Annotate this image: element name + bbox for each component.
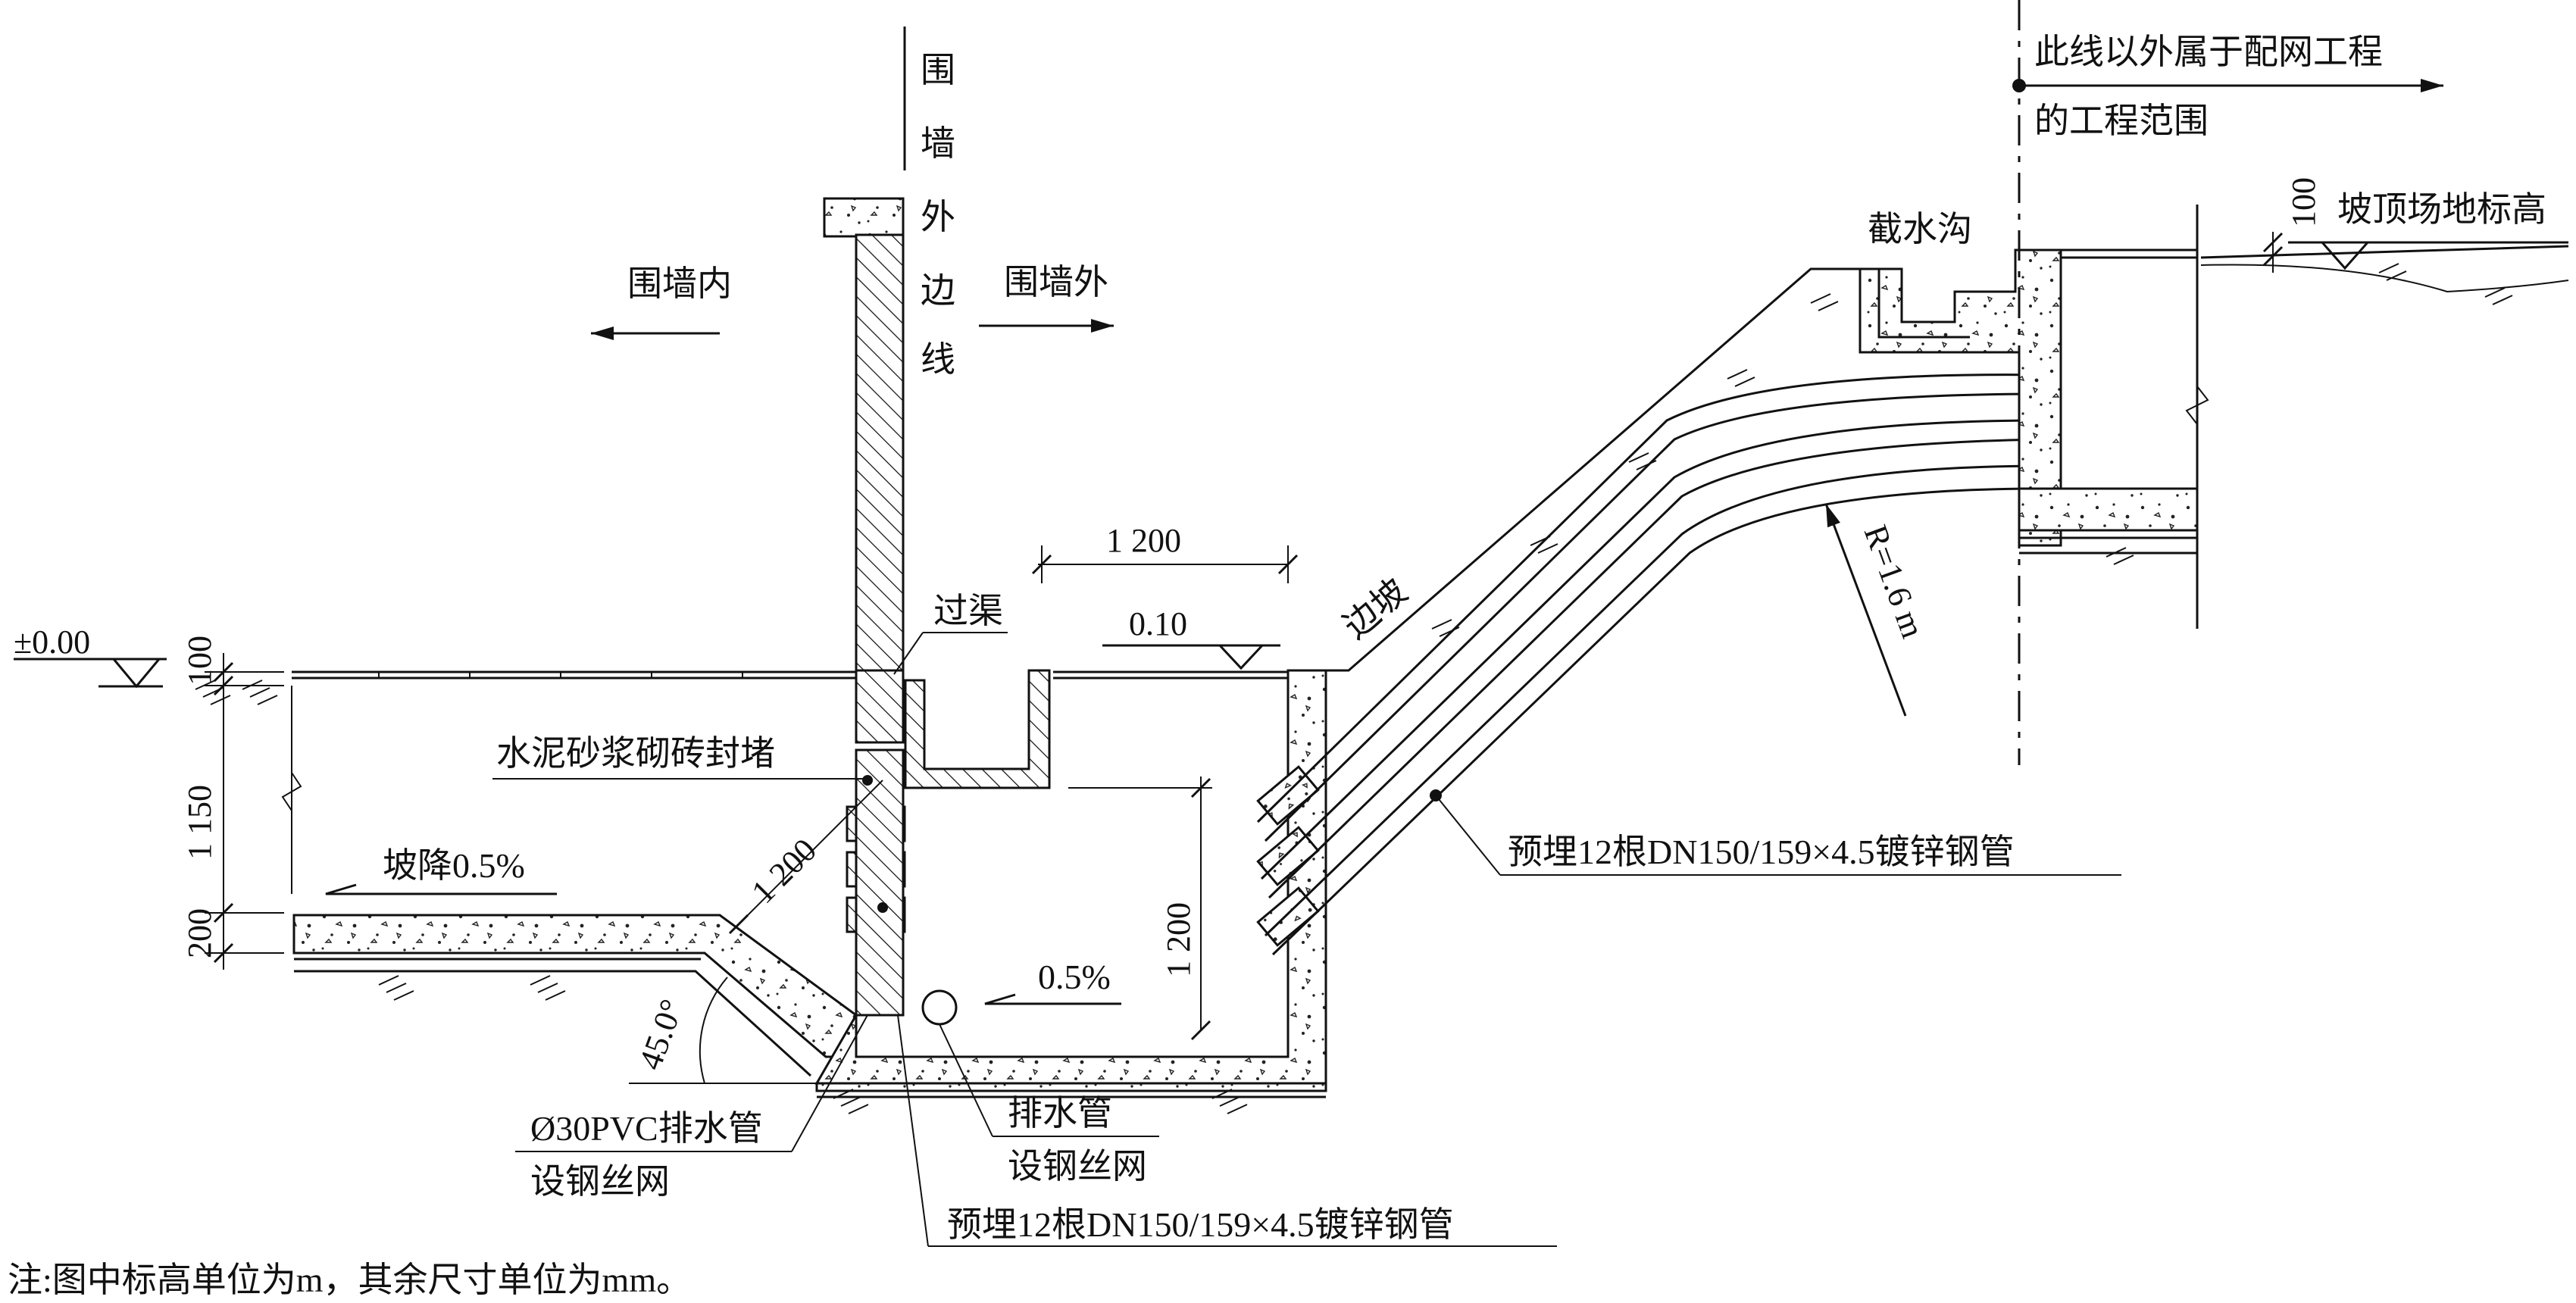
drain-pipe-mesh-label: 设钢丝网 (1008, 1147, 1147, 1186)
dim-200: 200 (181, 908, 218, 958)
dim-1200-diagonal-text: 1 200 (744, 831, 824, 911)
drain-pipe-circle (921, 989, 958, 1026)
crossing-channel: 过渠 (855, 592, 1051, 789)
dim-100-left: 100 (181, 636, 218, 686)
ground-surface-left (281, 670, 856, 894)
embedded-pipes-bottom-leader (897, 1014, 929, 1247)
embedded-pipes-bottom-label: 预埋12根DN150/159×4.5镀锌钢管 (947, 1205, 1454, 1244)
slope-fall-arrow (325, 883, 557, 895)
dim-1200-right: 1 200 (1068, 776, 1212, 1041)
wall-edge-char-3: 外 (921, 198, 955, 236)
right-structure (2018, 205, 2569, 629)
radius-annotation: R=1.6 m (1824, 503, 1932, 717)
left-concrete-slab (292, 914, 858, 1077)
embedded-pipes-right-leader (1435, 795, 1501, 876)
angle-45-label: 45.0° (631, 995, 690, 1075)
top-dimension-1200: 1 200 (1031, 522, 1299, 583)
pvc-drain-leader (791, 1014, 868, 1152)
drain-pipe-leader (939, 1023, 993, 1137)
pvc-drain-mesh-label: 设钢丝网 (530, 1162, 670, 1201)
outside-wall-label: 围墙外 (1004, 263, 1108, 302)
embedded-pipes-right-label: 预埋12根DN150/159×4.5镀锌钢管 (1508, 833, 2015, 871)
dim-1200-top: 1 200 (1106, 522, 1181, 559)
elevation-marker-slope-top: 100 坡顶场地标高 (2262, 177, 2568, 273)
drain-pipe-label: 排水管 (1008, 1094, 1112, 1133)
footnote: 注:图中标高单位为m，其余尺寸单位为mm。 (8, 1261, 691, 1299)
intercept-ditch-label: 截水沟 (1868, 210, 1972, 248)
boundary-line-label-2: 的工程范围 (2034, 102, 2209, 140)
slope-label: 边坡 (1336, 571, 1415, 645)
wall-pipe-sleeves (846, 748, 906, 1017)
mortar-brick-seal-label: 水泥砂浆砌砖封堵 (496, 734, 775, 773)
inside-wall-label: 围墙内 (627, 264, 732, 303)
wall-edge-char-2: 墙 (921, 124, 955, 163)
wall-edge-char-4: 边 (921, 271, 955, 310)
embedded-pipes-curved (1256, 373, 2062, 956)
left-dimension-chain: 100 1 150 200 (181, 636, 284, 970)
boundary-wall (823, 27, 906, 676)
bottom-slope-label: 0.5% (1038, 958, 1111, 996)
trench-body (814, 669, 1327, 1098)
radius-label: R=1.6 m (1857, 520, 1932, 643)
slope-fall-label: 坡降0.5% (383, 846, 525, 885)
wall-edge-char-5: 线 (921, 340, 955, 379)
embankment-slope: 边坡 (1326, 267, 1860, 672)
elevation-marker-zero: ±0.00 (14, 623, 167, 689)
bottom-slope-arrow (984, 993, 1121, 1005)
boundary-line-label-1: 此线以外属于配网工程 (2034, 33, 2383, 71)
elevation-010-label: 0.10 (1129, 605, 1187, 642)
elevation-zero-label: ±0.00 (14, 623, 90, 661)
pvc-drain-label: Ø30PVC排水管 (530, 1109, 763, 1148)
dim-100-right: 100 (2285, 177, 2322, 227)
wall-edge-vertical-label: 围 墙 外 边 线 (921, 51, 955, 379)
slope-top-elevation-label: 坡顶场地标高 (2337, 190, 2546, 229)
dim-1150: 1 150 (181, 785, 218, 860)
ground-hatch-marks (195, 263, 2513, 1114)
wall-edge-char-1: 围 (921, 51, 955, 89)
crossing-channel-label: 过渠 (933, 592, 1003, 630)
elevation-marker-010: 0.10 (1053, 605, 1288, 680)
dim-1200-right-text: 1 200 (1160, 902, 1197, 977)
